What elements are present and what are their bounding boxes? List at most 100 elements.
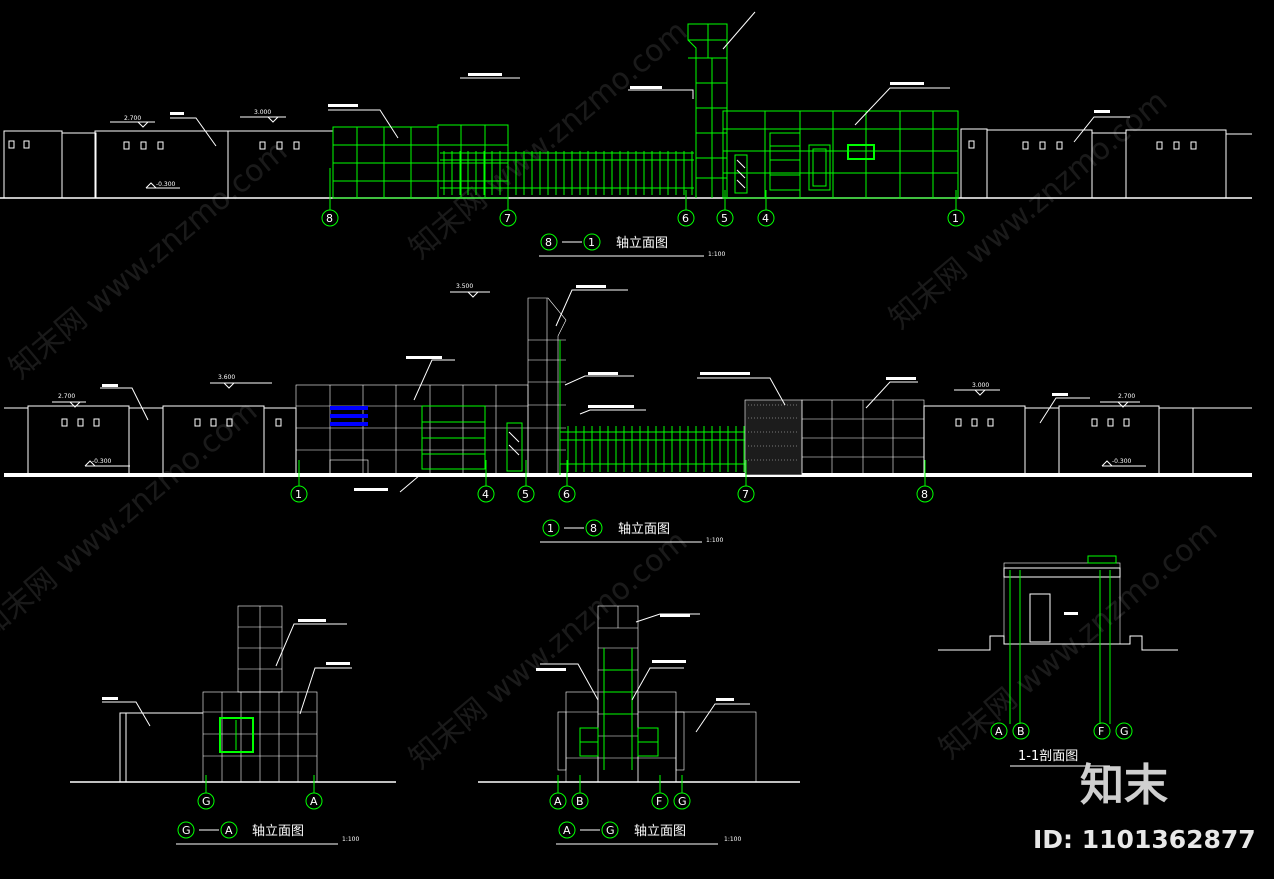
level-mark: -0.300 xyxy=(1112,458,1132,465)
axis-label: 7 xyxy=(742,488,749,501)
grid-lines xyxy=(1009,570,1111,724)
annotation-leaders xyxy=(100,289,1090,493)
axis-label: 5 xyxy=(721,212,728,225)
iron-fence xyxy=(440,151,694,195)
title-axis-from: G xyxy=(182,824,191,837)
right-wall-buildings xyxy=(923,405,1252,476)
scale-label: 1:100 xyxy=(724,836,741,843)
level-mark: 3.600 xyxy=(218,374,235,381)
axis-label: 8 xyxy=(921,488,928,501)
axis-label: F xyxy=(1098,725,1104,738)
window xyxy=(219,717,254,753)
roof-slab xyxy=(1003,567,1121,578)
axis-bubbles: G A xyxy=(197,775,323,810)
axis-label: 6 xyxy=(682,212,689,225)
axis-label: B xyxy=(576,795,584,808)
note-text xyxy=(102,285,1068,491)
roof-parapet xyxy=(1087,555,1117,564)
axis-label: A xyxy=(310,795,318,808)
elevation-title-A-G: A G 轴立面图 1:100 xyxy=(556,821,741,845)
right-wall-buildings xyxy=(960,128,1252,199)
left-wall-buildings xyxy=(4,405,297,476)
axis-bubbles: A B F G xyxy=(990,722,1133,740)
title-axis-to: 8 xyxy=(590,522,597,535)
axis-label: 1 xyxy=(952,212,959,225)
gate-tower xyxy=(687,23,728,198)
level-markers: 2.700 3.000 -0.300 xyxy=(110,109,286,189)
axis-label: 7 xyxy=(504,212,511,225)
axis-label: 4 xyxy=(762,212,769,225)
guard-house xyxy=(202,691,318,783)
level-mark: -0.300 xyxy=(92,458,112,465)
annotation-leaders xyxy=(170,11,1130,147)
elevation-A-G: A B F G A G 轴立面图 1:100 xyxy=(478,605,800,845)
title-axis-from: 1 xyxy=(547,522,554,535)
elevation-1-8: 2.700 3.600 3.500 -0.300 3.000 2.700 -0.… xyxy=(4,283,1252,544)
level-mark: 2.700 xyxy=(58,393,75,400)
blue-vent xyxy=(330,406,368,426)
title-axis-to: 1 xyxy=(588,236,595,249)
scale-label: 1:100 xyxy=(342,836,359,843)
room-label xyxy=(1064,612,1078,615)
axis-label: G xyxy=(202,795,211,808)
annotation-leaders xyxy=(102,623,352,727)
brand-id: ID: 1101362877 xyxy=(1033,825,1256,854)
level-mark: 2.700 xyxy=(1118,393,1135,400)
note-text xyxy=(536,614,734,701)
title-axis-to: A xyxy=(225,824,233,837)
scale-label: 1:100 xyxy=(708,251,725,258)
level-mark: 3.000 xyxy=(972,382,989,389)
elevation-title-1-8: 1 8 轴立面图 1:100 xyxy=(540,519,723,544)
level-mark: -0.300 xyxy=(156,181,176,188)
level-mark: 2.700 xyxy=(124,115,141,122)
brand-stamp: 知末 ID: 1101362877 xyxy=(1033,760,1256,854)
axis-label: B xyxy=(1017,725,1025,738)
section-title: 1-1剖面图 xyxy=(1018,749,1078,764)
inner-door xyxy=(1029,593,1051,643)
boundary-wall xyxy=(119,712,203,783)
side-wings xyxy=(557,691,757,783)
tiled-wall-right xyxy=(801,399,925,476)
axis-bubbles: A B F G xyxy=(549,775,691,810)
door-window xyxy=(421,405,523,472)
guard-house xyxy=(722,110,959,199)
elevation-title: 轴立面图 xyxy=(252,824,304,839)
stone-pier xyxy=(744,399,803,476)
title-axis-from: A xyxy=(563,824,571,837)
elevation-G-A: G A G A 轴立面图 1:100 xyxy=(70,605,396,845)
elevation-title: 轴立面图 xyxy=(634,824,686,839)
level-markers: 2.700 3.600 3.500 -0.300 3.000 2.700 -0.… xyxy=(52,283,1146,467)
title-axis-from: 8 xyxy=(545,236,552,249)
elevation-title: 轴立面图 xyxy=(616,236,668,251)
note-text xyxy=(170,73,1110,115)
elevation-title-G-A: G A 轴立面图 1:100 xyxy=(176,821,359,845)
scale-label: 1:100 xyxy=(706,537,723,544)
axis-label: G xyxy=(1120,725,1129,738)
axis-label: 8 xyxy=(326,212,333,225)
axis-bubbles: 1 4 5 6 7 8 xyxy=(290,460,934,503)
level-mark: 3.500 xyxy=(456,283,473,290)
axis-label: G xyxy=(678,795,687,808)
level-mark: 3.000 xyxy=(254,109,271,116)
axis-label: A xyxy=(995,725,1003,738)
tiled-wall-left xyxy=(332,124,509,199)
elevation-8-1: 2.700 3.000 -0.300 8 7 6 5 4 1 xyxy=(0,11,1252,258)
axis-label: 1 xyxy=(295,488,302,501)
axis-label: 6 xyxy=(563,488,570,501)
green-panels xyxy=(579,727,659,757)
axis-label: F xyxy=(656,795,662,808)
axis-label: A xyxy=(554,795,562,808)
note-text xyxy=(102,619,350,700)
elevation-title: 轴立面图 xyxy=(618,522,670,537)
tower-frame xyxy=(603,648,633,770)
axis-label: 4 xyxy=(482,488,489,501)
section-1-1: A B F G 1-1剖面图 xyxy=(938,555,1178,767)
axis-bubbles: 8 7 6 5 4 1 xyxy=(321,168,965,227)
elevation-title-8-1: 8 1 轴立面图 1:100 xyxy=(539,233,725,258)
title-axis-to: G xyxy=(606,824,615,837)
brand-logo: 知末 xyxy=(1080,760,1168,811)
iron-fence xyxy=(560,426,745,472)
axis-label: 5 xyxy=(522,488,529,501)
house-outline xyxy=(1003,562,1121,645)
